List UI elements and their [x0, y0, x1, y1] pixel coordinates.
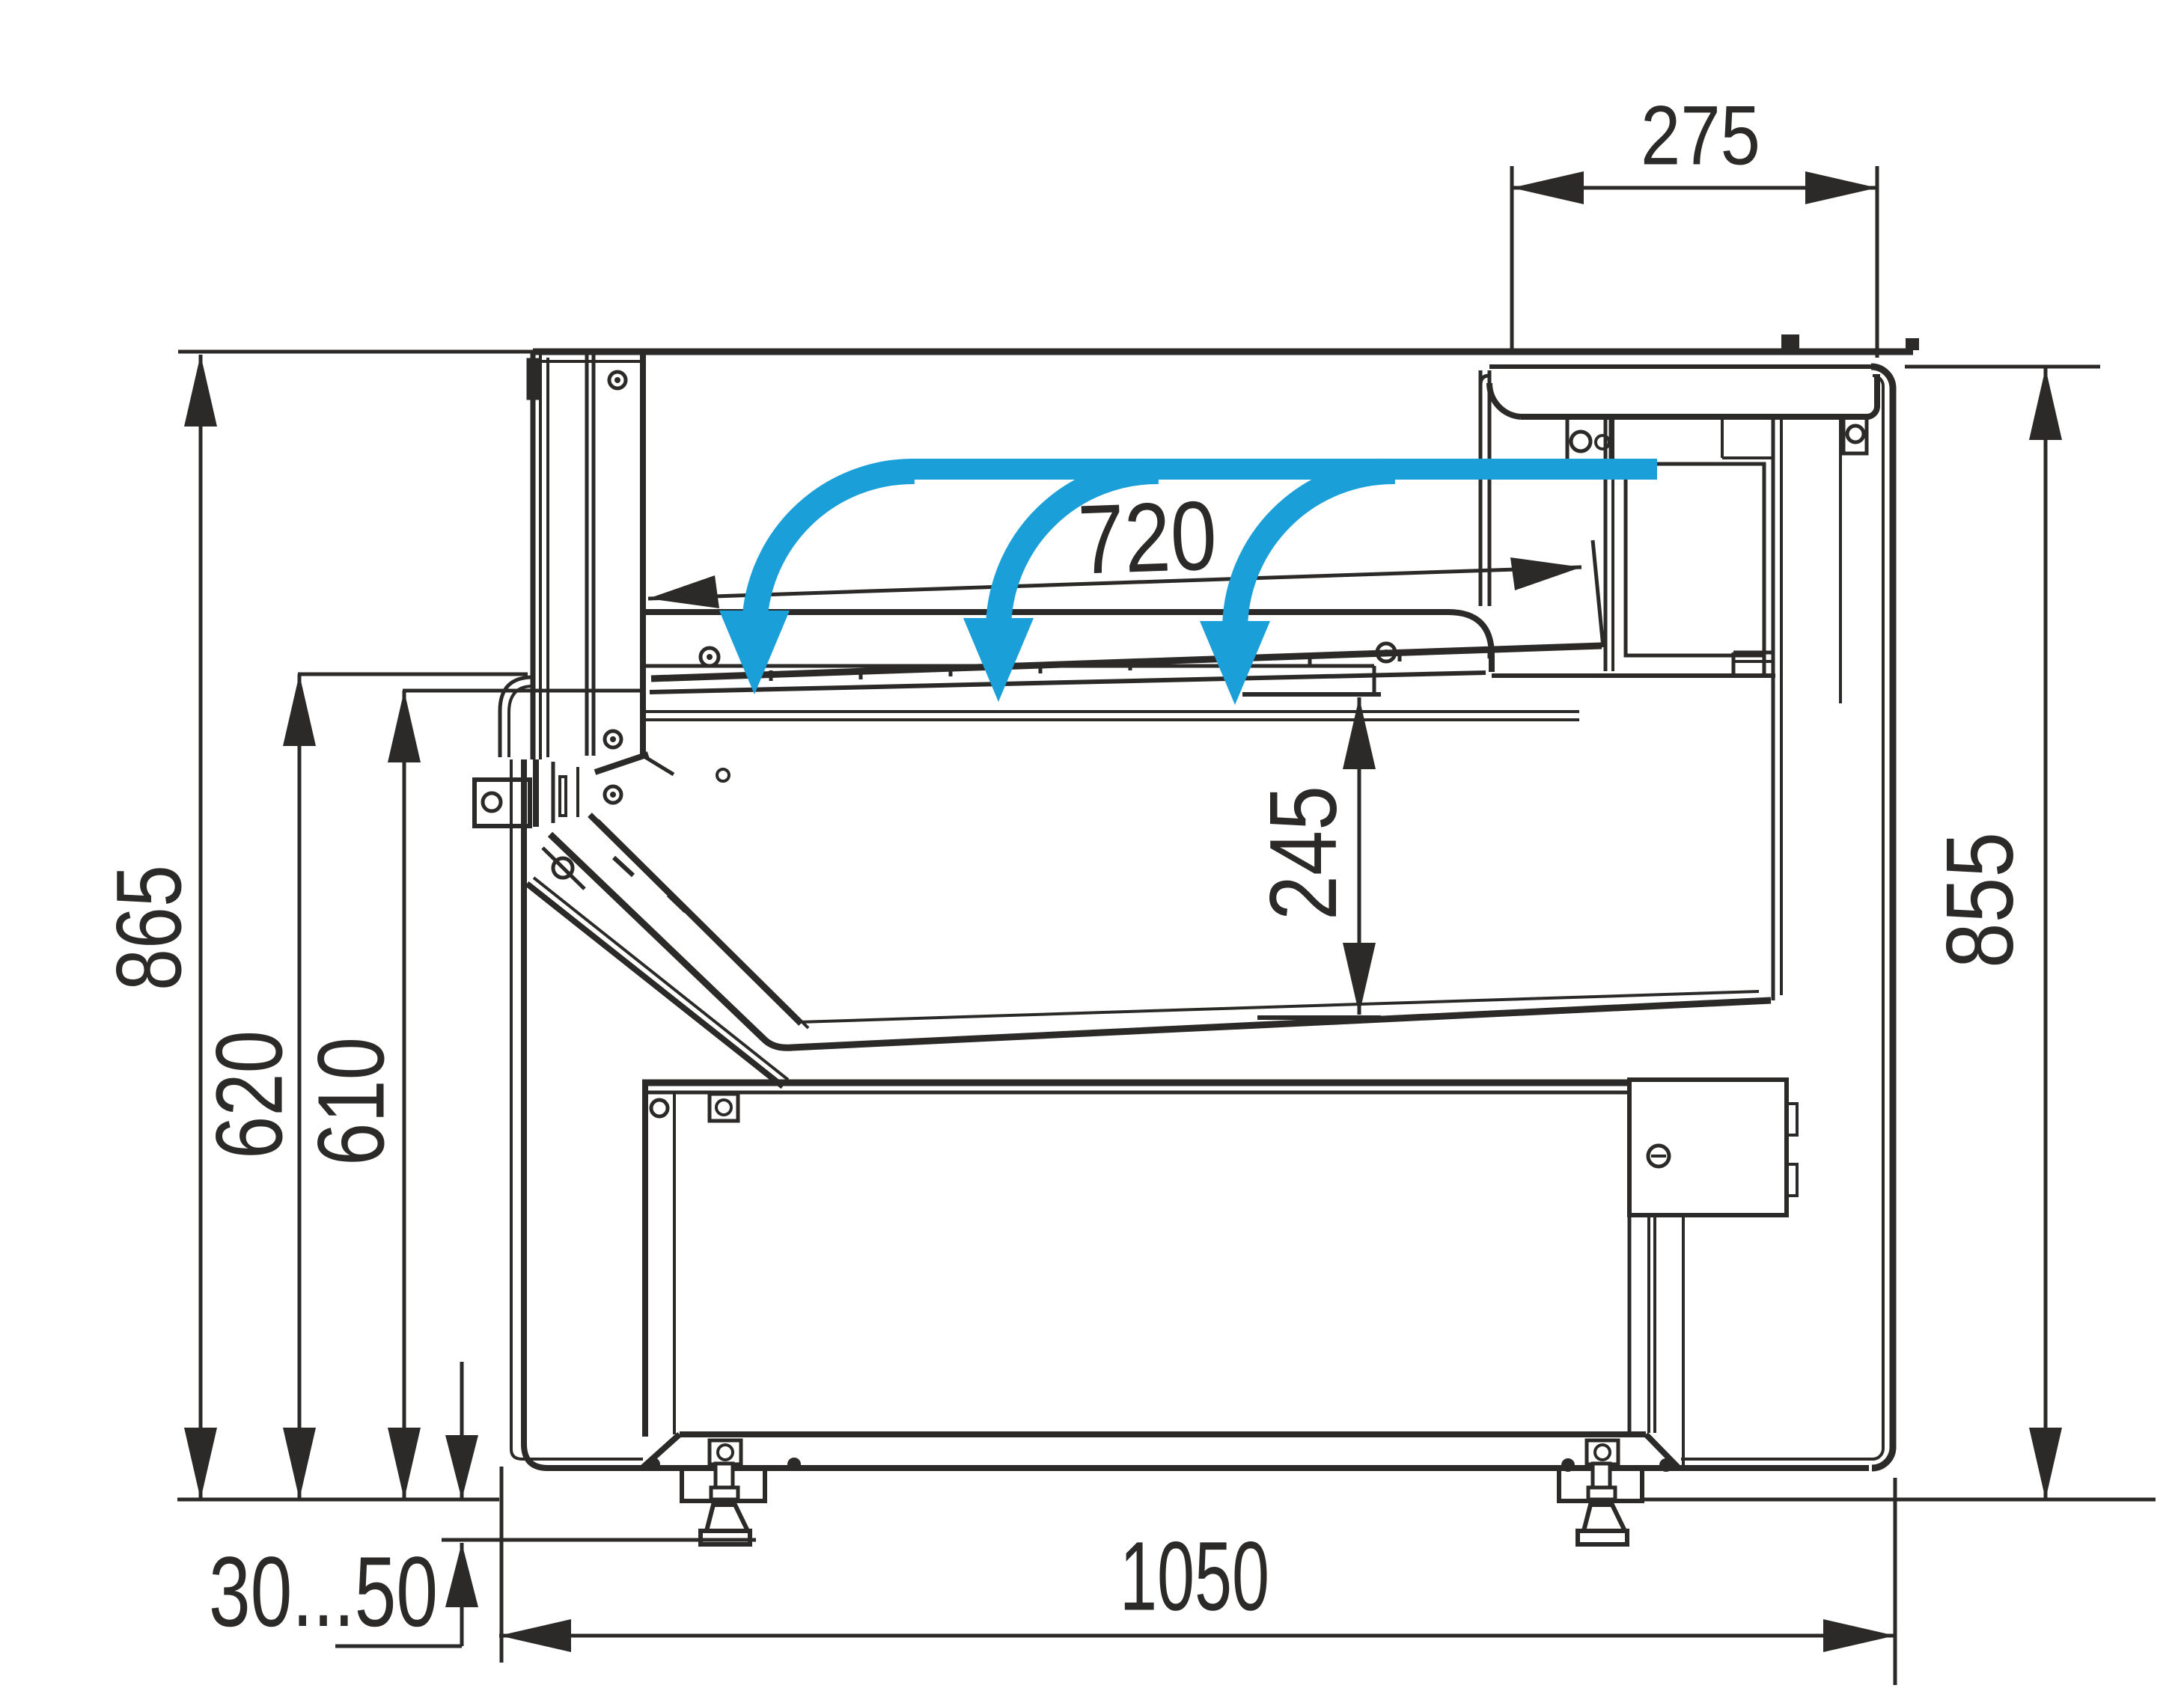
- svg-text:610: 610: [299, 1037, 404, 1166]
- svg-text:1050: 1050: [1120, 1521, 1269, 1631]
- svg-text:245: 245: [1250, 786, 1356, 920]
- svg-text:720: 720: [1076, 480, 1218, 594]
- svg-text:275: 275: [1641, 89, 1760, 183]
- svg-text:30...50: 30...50: [209, 1537, 438, 1648]
- svg-text:855: 855: [1927, 832, 2033, 968]
- svg-text:620: 620: [197, 1030, 302, 1159]
- svg-text:865: 865: [99, 865, 201, 991]
